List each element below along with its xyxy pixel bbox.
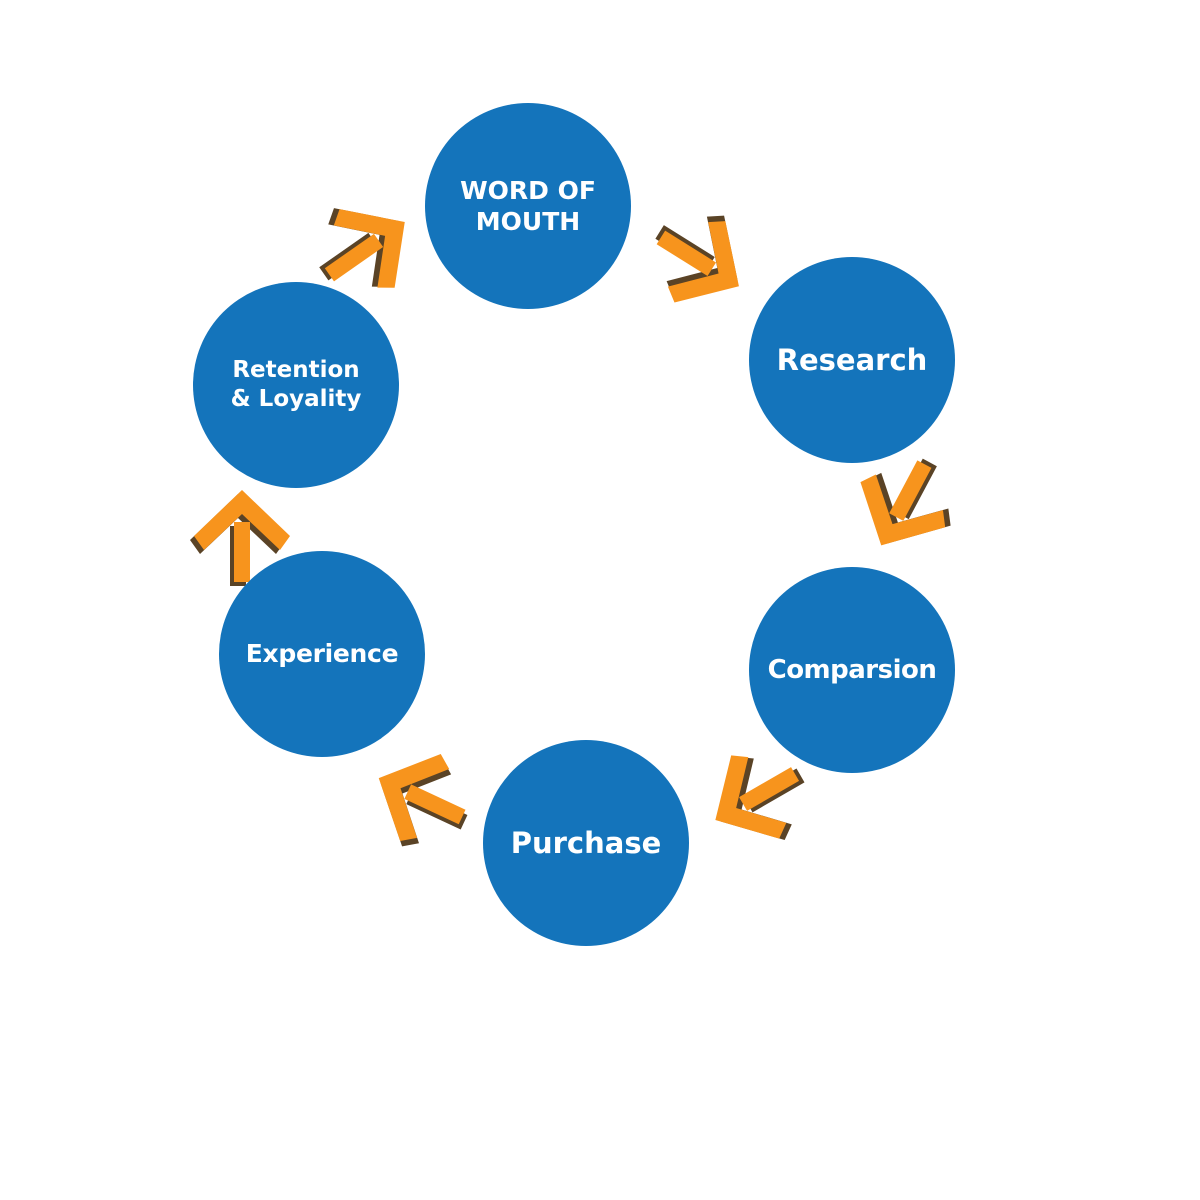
node-experience: Experience: [219, 551, 425, 757]
node-label-comparsion: Comparsion: [767, 654, 937, 685]
arrow-research-to-comparsion: [860, 458, 951, 546]
chevron-arrow-icon: [715, 755, 800, 839]
arrow-word-of-mouth-to-research: [655, 215, 739, 303]
chevron-arrow-icon: [194, 490, 290, 582]
arrow-experience-to-retention: [190, 490, 290, 586]
node-label-research: Research: [776, 342, 928, 377]
node-research: Research: [749, 257, 955, 463]
arrow-retention-to-word-of-mouth: [319, 208, 405, 288]
chevron-arrow-icon: [656, 221, 739, 303]
node-label-retention-loyality: Retention & Loyality: [230, 357, 362, 412]
arrow-purchase-to-experience: [378, 754, 468, 847]
arrow-comparsion-to-purchase: [715, 755, 805, 841]
node-comparsion: Comparsion: [749, 567, 955, 773]
chevron-arrow-icon: [324, 209, 405, 288]
chevron-arrow-icon: [860, 460, 946, 546]
node-word-of-mouth: WORD OF MOUTH: [425, 103, 631, 309]
node-purchase: Purchase: [483, 740, 689, 946]
node-label-experience: Experience: [245, 639, 399, 669]
chevron-arrow-icon: [378, 754, 466, 842]
node-label-word-of-mouth: WORD OF MOUTH: [460, 175, 596, 236]
node-retention-loyality: Retention & Loyality: [193, 282, 399, 488]
node-label-purchase: Purchase: [510, 825, 662, 860]
